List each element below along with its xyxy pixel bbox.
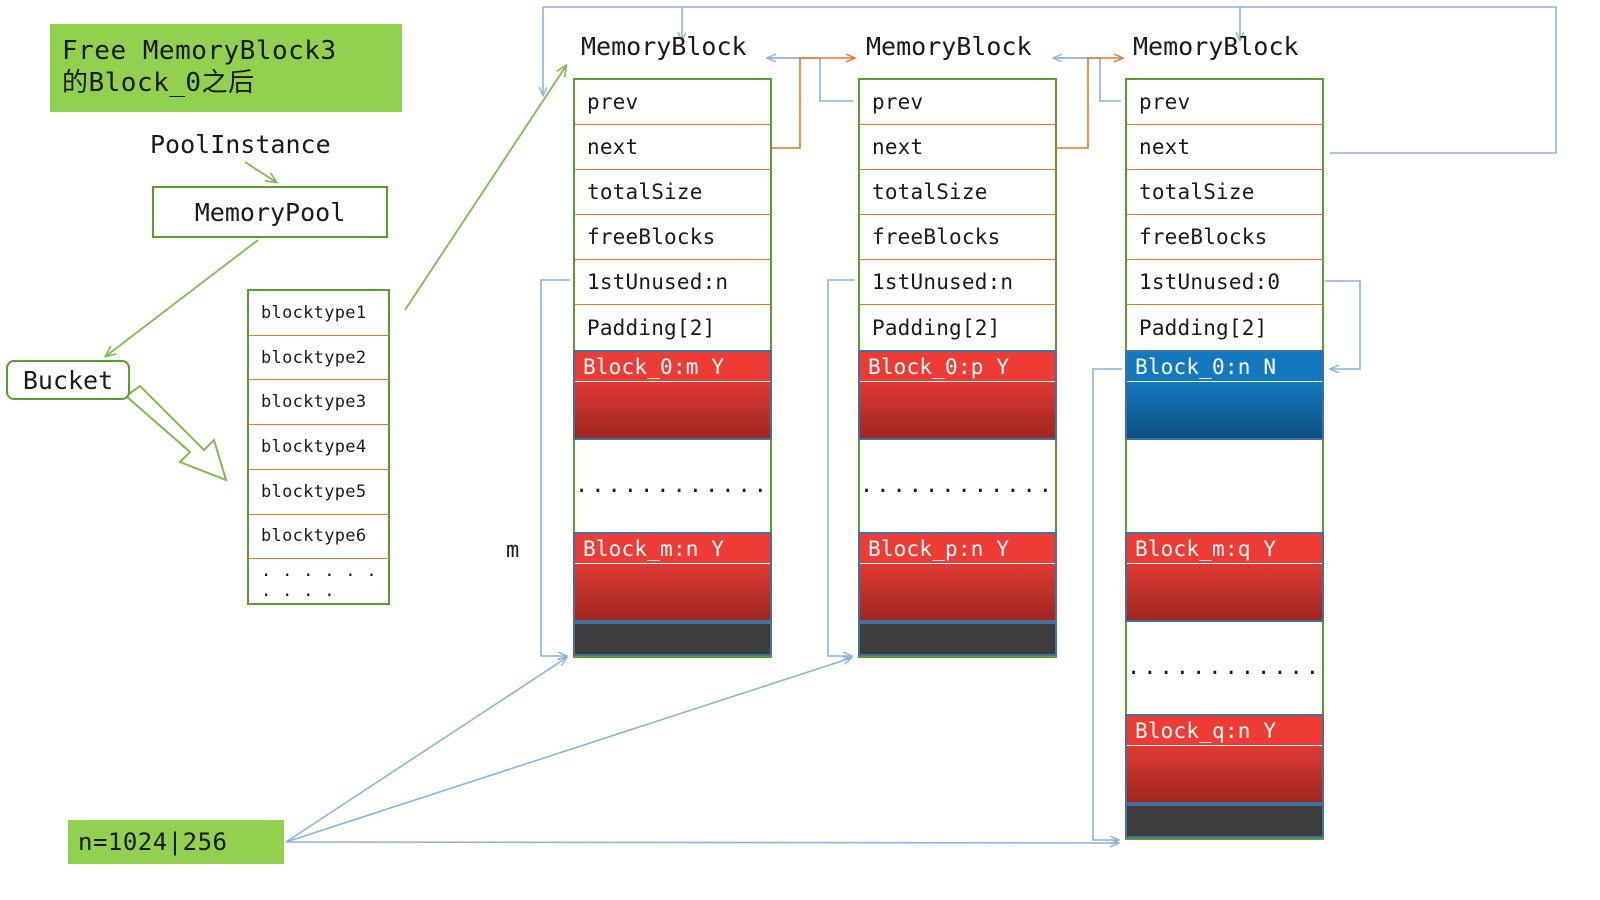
memoryblock-column-2: MemoryBlock prev next totalSize freeBloc…	[858, 32, 1057, 658]
field-prev: prev	[575, 80, 770, 125]
poolinstance-label: PoolInstance	[150, 130, 331, 159]
title-line-2: 的Block_0之后	[62, 68, 255, 98]
field-prev: prev	[860, 80, 1055, 125]
field-next: next	[1127, 125, 1322, 170]
block-label: Block_0:p Y	[860, 352, 1055, 382]
block-payload	[860, 382, 1055, 438]
memory-block-slot[interactable]: Block_m:q Y	[1125, 532, 1324, 622]
block-gap: ............	[1127, 622, 1322, 714]
block-label: Block_0:m Y	[575, 352, 770, 382]
title-banner: Free MemoryBlock3 的Block_0之后	[50, 24, 402, 112]
list-item[interactable]: blocktype3	[249, 380, 388, 426]
block-gap	[1127, 440, 1322, 532]
block-payload	[575, 382, 770, 438]
list-item[interactable]: blocktype2	[249, 336, 388, 381]
memory-block-slot[interactable]: Block_p:n Y	[858, 532, 1057, 622]
field-padding: Padding[2]	[1139, 315, 1268, 340]
list-item[interactable]: blocktype5	[249, 470, 388, 515]
field-freeblocks: freeBlocks	[1127, 215, 1322, 260]
n-value-banner: n=1024|256	[68, 820, 284, 864]
field-1stunused: 1stUnused:n	[860, 260, 1055, 305]
memorypool-box: MemoryPool	[152, 186, 388, 238]
block-payload	[1127, 746, 1322, 802]
block-label: Block_p:n Y	[860, 534, 1055, 564]
field-prev: prev	[1127, 80, 1322, 125]
list-item[interactable]: blocktype6	[249, 515, 388, 560]
block-tail	[858, 622, 1057, 656]
field-freeblocks: freeBlocks	[860, 215, 1055, 260]
memoryblock-column-1: MemoryBlock prev next totalSize freeBloc…	[573, 32, 772, 658]
memory-block-slot[interactable]: Block_q:n Y	[1125, 714, 1324, 804]
field-totalsize: totalSize	[1127, 170, 1322, 215]
block-label: Block_q:n Y	[1127, 716, 1322, 746]
bracket-label-m: m	[506, 538, 520, 563]
memory-block-slot[interactable]: Block_m:n Y	[573, 532, 772, 622]
field-padding: Padding[2]	[872, 315, 1001, 340]
field-totalsize: totalSize	[860, 170, 1055, 215]
ellipsis-label: ............	[1127, 655, 1322, 680]
field-padding: Padding[2]	[587, 315, 716, 340]
block-gap: ............	[575, 440, 770, 532]
list-item[interactable]: blocktype1	[249, 291, 388, 336]
field-totalsize: totalSize	[575, 170, 770, 215]
field-1stunused: 1stUnused:0	[1127, 260, 1322, 305]
memoryblock-header-fields: prev next totalSize freeBlocks 1stUnused…	[1125, 78, 1324, 350]
list-item[interactable]: blocktype4	[249, 425, 388, 470]
memoryblock-body: Block_0:n N Block_m:q Y ............ Blo…	[1125, 350, 1324, 840]
memoryblock-title: MemoryBlock	[1133, 32, 1299, 61]
memory-block-slot-free[interactable]: Block_0:n N	[1125, 350, 1324, 440]
title-line-1: Free MemoryBlock3	[62, 36, 337, 67]
block-tail	[573, 622, 772, 656]
block-payload	[860, 564, 1055, 620]
memoryblock-column-3: MemoryBlock prev next totalSize freeBloc…	[1125, 32, 1324, 840]
field-next: next	[860, 125, 1055, 170]
memoryblock-title: MemoryBlock	[581, 32, 747, 61]
block-label: Block_m:q Y	[1127, 534, 1322, 564]
memory-block-slot[interactable]: Block_0:p Y	[858, 350, 1057, 440]
block-gap: ............	[860, 440, 1055, 532]
block-tail	[1125, 804, 1324, 838]
ellipsis-label: ............	[575, 473, 770, 498]
memory-block-slot[interactable]: Block_0:m Y	[573, 350, 772, 440]
field-freeblocks: freeBlocks	[575, 215, 770, 260]
memoryblock-header-fields: prev next totalSize freeBlocks 1stUnused…	[573, 78, 772, 350]
block-payload	[1127, 564, 1322, 620]
block-label: Block_0:n N	[1127, 352, 1322, 382]
ellipsis-label: ............	[860, 473, 1055, 498]
block-label: Block_m:n Y	[575, 534, 770, 564]
memoryblock-body: Block_0:m Y ............ Block_m:n Y	[573, 350, 772, 658]
memoryblock-header-fields: prev next totalSize freeBlocks 1stUnused…	[858, 78, 1057, 350]
block-payload	[1127, 382, 1322, 438]
field-next: next	[575, 125, 770, 170]
bucket-box: Bucket	[6, 360, 130, 400]
memoryblock-body: Block_0:p Y ............ Block_p:n Y	[858, 350, 1057, 658]
block-payload	[575, 564, 770, 620]
memoryblock-title: MemoryBlock	[866, 32, 1032, 61]
blocktype-list: blocktype1 blocktype2 blocktype3 blockty…	[247, 289, 390, 605]
list-item-ellipsis: . . . . . . . . . .	[261, 561, 377, 602]
field-1stunused: 1stUnused:n	[575, 260, 770, 305]
